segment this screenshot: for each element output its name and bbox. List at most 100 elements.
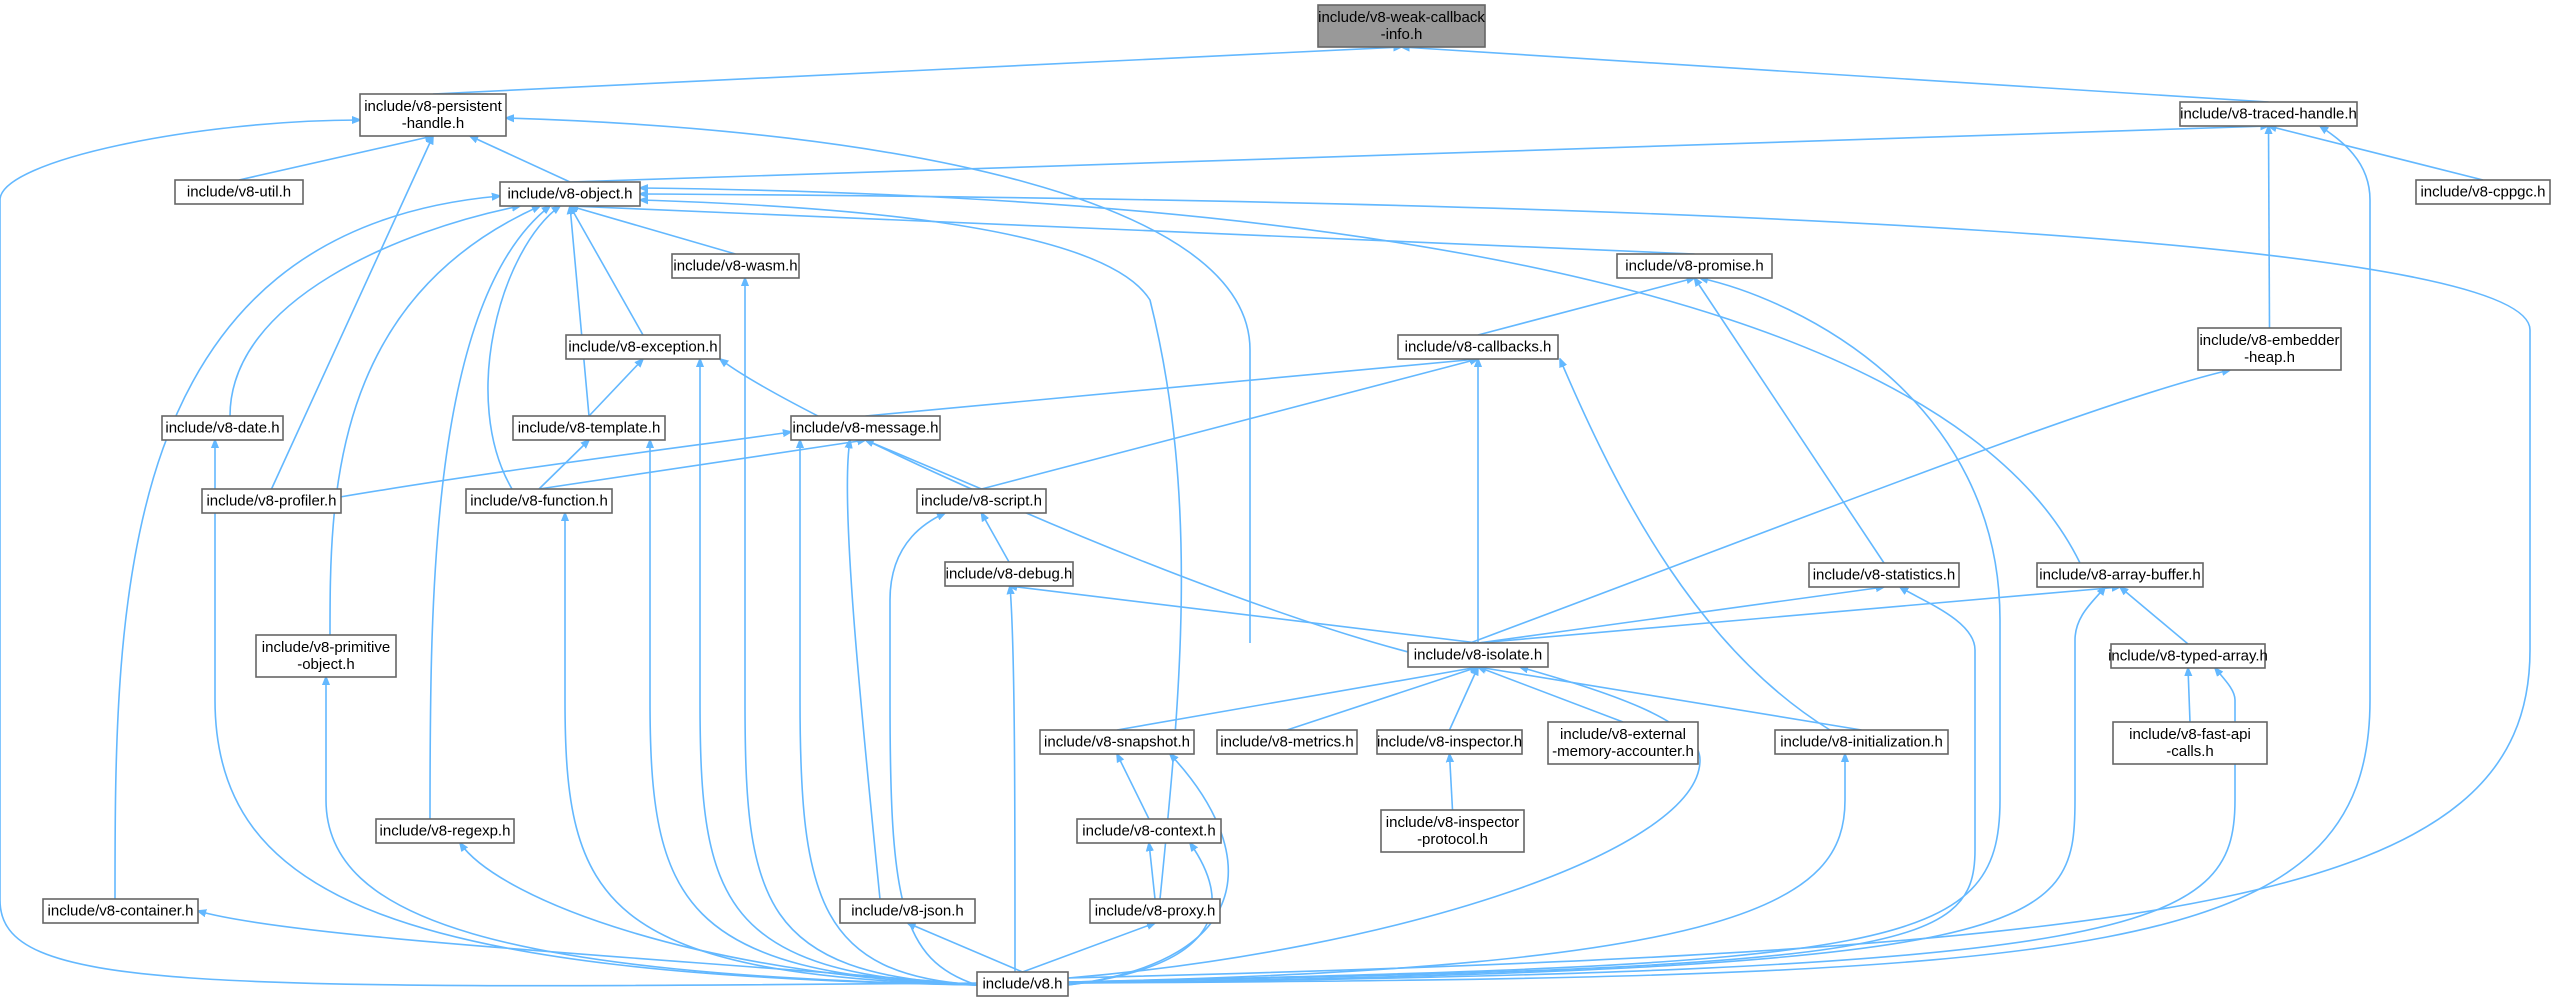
- edge-v8-to-primitive: [326, 677, 978, 986]
- node-box-context: [1076, 818, 1222, 844]
- node-typedarray[interactable]: include/v8-typed-array.h: [2108, 643, 2268, 669]
- edge-context-to-snapshot: [1117, 754, 1150, 820]
- edge-initialization-to-callbacks: [1560, 359, 1831, 731]
- node-box-util: [174, 179, 304, 205]
- node-label-v8: include/v8.h: [982, 976, 1062, 993]
- node-inspector[interactable]: include/v8-inspector.h: [1376, 729, 1523, 755]
- node-box-regexp: [375, 818, 515, 844]
- edge-profiler-to-message: [339, 432, 791, 498]
- node-message[interactable]: include/v8-message.h: [790, 415, 941, 441]
- node-exception[interactable]: include/v8-exception.h: [565, 334, 721, 360]
- edge-arraybuffer-to-object: [640, 188, 2081, 564]
- node-label-inspectorprotocol: include/v8-inspector: [1386, 814, 1519, 831]
- node-metrics[interactable]: include/v8-metrics.h: [1216, 729, 1358, 755]
- node-label-template: include/v8-template.h: [518, 420, 661, 437]
- file-nodes: include/v8-weak-callback-info.hinclude/v…: [42, 4, 2551, 997]
- edge-isolate-to-debug: [1009, 586, 1479, 644]
- node-label-arraybuffer: include/v8-array-buffer.h: [2039, 567, 2200, 584]
- node-profiler[interactable]: include/v8-profiler.h: [201, 488, 342, 514]
- node-box-json: [839, 898, 976, 924]
- node-regexp[interactable]: include/v8-regexp.h: [375, 818, 515, 844]
- node-box-primitive: [255, 634, 397, 678]
- node-label-script: include/v8-script.h: [921, 493, 1042, 510]
- node-label-traced: include/v8-traced-handle.h: [2180, 106, 2357, 123]
- node-box-initialization: [1774, 729, 1949, 755]
- node-box-traced: [2179, 101, 2358, 127]
- node-embedder[interactable]: include/v8-embedder-heap.h: [2197, 327, 2342, 371]
- edge-template-to-exception: [588, 359, 643, 417]
- node-container[interactable]: include/v8-container.h: [42, 898, 199, 924]
- edge-v8-to-proxy: [1022, 923, 1156, 973]
- node-box-template: [512, 415, 666, 441]
- node-box-promise: [1616, 253, 1773, 279]
- node-arraybuffer[interactable]: include/v8-array-buffer.h: [2036, 562, 2204, 588]
- edge-v8-to-json: [908, 923, 1023, 973]
- node-label-date: include/v8-date.h: [165, 420, 279, 437]
- edge-v8-to-date: [215, 440, 978, 986]
- node-inspectorprotocol[interactable]: include/v8-inspector-protocol.h: [1380, 809, 1525, 853]
- node-label-typedarray: include/v8-typed-array.h: [2108, 648, 2268, 665]
- node-template[interactable]: include/v8-template.h: [512, 415, 666, 441]
- edge-traced-to-weak: [1402, 47, 2269, 103]
- node-callbacks[interactable]: include/v8-callbacks.h: [1397, 334, 1559, 360]
- node-date[interactable]: include/v8-date.h: [161, 415, 284, 441]
- node-snapshot[interactable]: include/v8-snapshot.h: [1039, 729, 1195, 755]
- edge-proxy-to-object: [640, 200, 1183, 900]
- edge-json-to-message: [847, 440, 881, 900]
- node-box-v8: [976, 971, 1069, 997]
- dependency-edges: [0, 47, 2531, 987]
- node-box-cppgc: [2415, 179, 2551, 205]
- node-box-inspectorprotocol: [1380, 809, 1525, 853]
- edge-v8-to-regexp: [460, 843, 978, 986]
- node-label-promise: include/v8-promise.h: [1625, 258, 1763, 275]
- edge-object-to-persistent: [470, 136, 571, 183]
- node-label-persistent: -handle.h: [402, 115, 465, 132]
- node-script[interactable]: include/v8-script.h: [916, 488, 1047, 514]
- node-label-fastapi: include/v8-fast-api: [2129, 726, 2251, 743]
- node-label-metrics: include/v8-metrics.h: [1220, 734, 1353, 751]
- edge-v8-to-arraybuffer: [1067, 587, 2105, 984]
- edge-v8-to-statistics: [1067, 587, 1976, 983]
- node-statistics[interactable]: include/v8-statistics.h: [1808, 562, 1960, 588]
- node-fastapi[interactable]: include/v8-fast-api-calls.h: [2112, 721, 2268, 765]
- edge-v8-to-debug: [1010, 586, 1016, 973]
- node-json[interactable]: include/v8-json.h: [839, 898, 976, 924]
- node-object[interactable]: include/v8-object.h: [499, 181, 641, 207]
- edge-function-to-template: [538, 440, 589, 490]
- node-isolate[interactable]: include/v8-isolate.h: [1407, 642, 1549, 668]
- node-box-object: [499, 181, 641, 207]
- edge-proxy-to-context: [1149, 843, 1156, 900]
- node-v8[interactable]: include/v8.h: [976, 971, 1069, 997]
- edge-function-to-object: [487, 206, 560, 490]
- node-persistent[interactable]: include/v8-persistent-handle.h: [359, 93, 507, 137]
- edge-cppgc-to-traced: [2269, 126, 2484, 181]
- edge-embedder-to-traced: [2269, 126, 2270, 329]
- node-promise[interactable]: include/v8-promise.h: [1616, 253, 1773, 279]
- node-cppgc[interactable]: include/v8-cppgc.h: [2415, 179, 2551, 205]
- node-label-primitive: -object.h: [297, 656, 355, 673]
- node-label-initialization: include/v8-initialization.h: [1780, 734, 1943, 751]
- node-external[interactable]: include/v8-external-memory-accounter.h: [1547, 721, 1699, 765]
- edge-v8-to-persistent: [0, 120, 978, 987]
- node-debug[interactable]: include/v8-debug.h: [944, 561, 1074, 587]
- node-util[interactable]: include/v8-util.h: [174, 179, 304, 205]
- node-box-metrics: [1216, 729, 1358, 755]
- node-label-inspector: include/v8-inspector.h: [1377, 734, 1522, 751]
- node-proxy[interactable]: include/v8-proxy.h: [1089, 898, 1221, 924]
- node-traced[interactable]: include/v8-traced-handle.h: [2179, 101, 2358, 127]
- node-function[interactable]: include/v8-function.h: [465, 488, 613, 514]
- node-box-snapshot: [1039, 729, 1195, 755]
- node-wasm[interactable]: include/v8-wasm.h: [671, 253, 800, 279]
- node-label-exception: include/v8-exception.h: [568, 339, 717, 356]
- node-box-external: [1547, 721, 1699, 765]
- node-box-inspector: [1376, 729, 1523, 755]
- edge-v8-to-typedarray: [1067, 668, 2236, 984]
- edge-fastapi-to-typedarray: [2188, 668, 2190, 723]
- edge-exception-to-object: [570, 206, 644, 336]
- edge-v8-to-initialization: [1067, 754, 1845, 983]
- node-box-callbacks: [1397, 334, 1559, 360]
- node-label-object: include/v8-object.h: [507, 186, 632, 203]
- node-context[interactable]: include/v8-context.h: [1076, 818, 1222, 844]
- node-primitive[interactable]: include/v8-primitive-object.h: [255, 634, 397, 678]
- node-initialization[interactable]: include/v8-initialization.h: [1774, 729, 1949, 755]
